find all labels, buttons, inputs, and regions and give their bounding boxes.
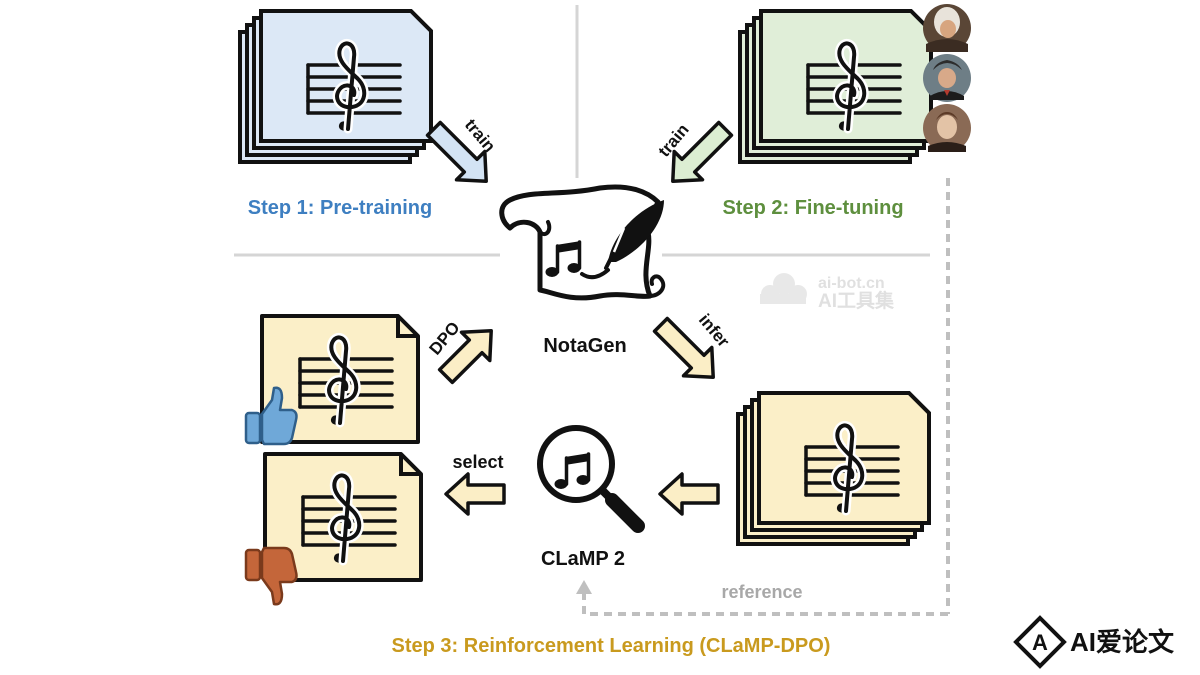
step1-label: Step 1: Pre-training (248, 197, 432, 219)
thumbs-up-icon (244, 386, 298, 446)
reference-arrowhead (576, 580, 592, 594)
magnifier-icon (537, 425, 645, 533)
dpo-arrow (437, 329, 493, 385)
ailunwen-text: AI爱论文 (1070, 627, 1175, 657)
to-clamp-arrow (658, 472, 720, 516)
train-arrow-2 (671, 120, 734, 183)
composer-portrait-icon (923, 54, 971, 102)
generated-doc-stack (736, 391, 931, 546)
infer-arrow (652, 316, 715, 379)
notagen-label: NotaGen (543, 335, 626, 357)
thumbs-down-icon (244, 546, 298, 606)
reference-label: reference (721, 582, 802, 602)
aibot-name: AI工具集 (818, 289, 895, 312)
svg-text:A: A (1032, 630, 1048, 655)
aibot-watermark: ai-bot.cn AI工具集 (760, 273, 895, 312)
composer-portrait-icon (923, 4, 971, 52)
select-arrow (444, 472, 506, 516)
clamp-label: CLaMP 2 (541, 548, 625, 570)
reference-path (582, 178, 950, 616)
composer-portraits (923, 4, 971, 152)
finetuning-doc-stack (738, 9, 933, 164)
select-label: select (452, 452, 503, 472)
scroll-quill-icon (499, 184, 666, 301)
step2-label: Step 2: Fine-tuning (722, 197, 903, 219)
pretraining-doc-stack (238, 9, 433, 164)
train-arrow-1 (425, 120, 488, 183)
step3-label: Step 3: Reinforcement Learning (CLaMP-DP… (392, 635, 831, 657)
composer-portrait-icon (923, 104, 971, 152)
infer-label: infer (695, 310, 733, 351)
aibot-url: ai-bot.cn (818, 275, 885, 292)
ailunwen-watermark: A AI爱论文 (1013, 615, 1175, 669)
